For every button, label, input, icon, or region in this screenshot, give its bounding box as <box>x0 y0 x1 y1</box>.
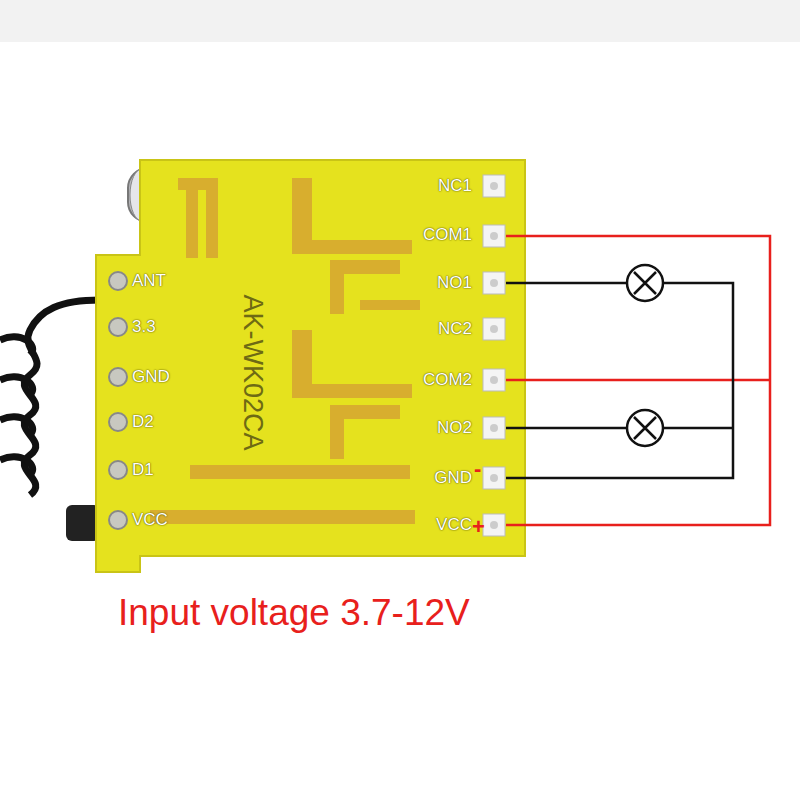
polarity-sign: + <box>472 514 485 540</box>
top-band <box>0 0 800 42</box>
pin-label: GND <box>132 367 170 387</box>
copper-traces <box>150 178 420 524</box>
caption: Input voltage 3.7-12V <box>118 592 470 634</box>
right-pads <box>483 175 505 536</box>
lamp-symbol <box>627 265 663 446</box>
wiring <box>506 236 770 525</box>
pin-label: COM1 <box>423 225 472 245</box>
pin-label: 3.3 <box>132 317 156 337</box>
pin-label: NO2 <box>437 418 472 438</box>
left-pads <box>109 272 127 529</box>
antenna-coil <box>0 300 100 495</box>
pin-label: VCC <box>132 510 168 530</box>
pin-label: NC1 <box>438 176 472 196</box>
pin-label: D2 <box>132 412 154 432</box>
polarity-sign: - <box>474 456 481 482</box>
pin-label: NC2 <box>438 319 472 339</box>
pin-label: ANT <box>132 271 166 291</box>
pin-label: GND <box>434 468 472 488</box>
pin-label: D1 <box>132 460 154 480</box>
pcb-board <box>96 160 525 572</box>
pcb-module: AK-WK02CA <box>140 160 525 556</box>
pin-label: COM2 <box>423 370 472 390</box>
push-button <box>66 505 100 541</box>
pin-label: NO1 <box>437 273 472 293</box>
board-model-name: AK-WK02CA <box>236 294 267 450</box>
pin-label: VCC <box>436 515 472 535</box>
